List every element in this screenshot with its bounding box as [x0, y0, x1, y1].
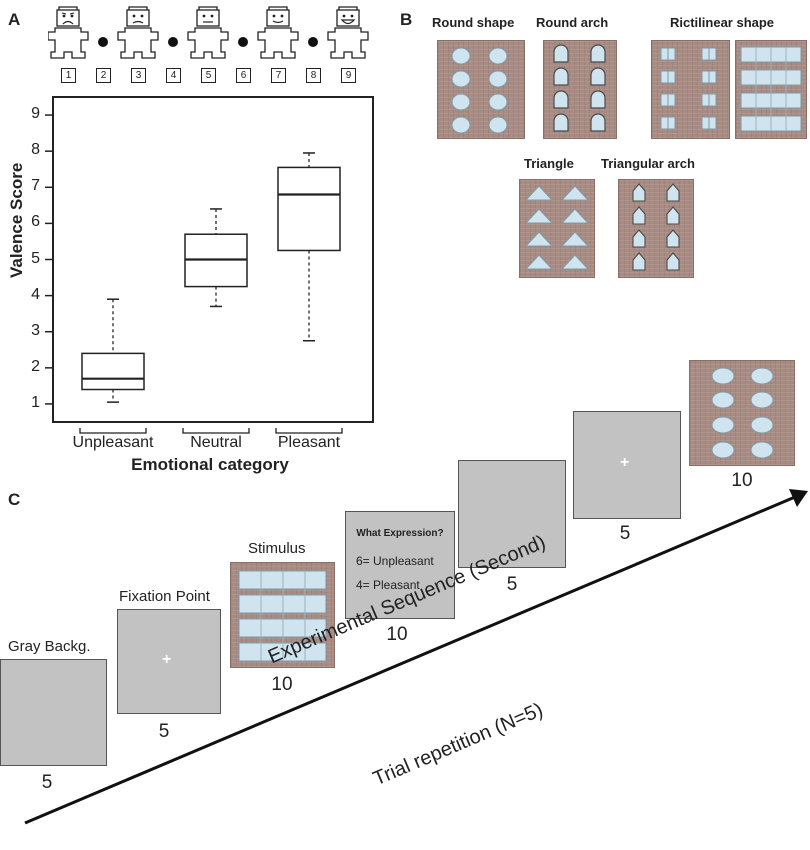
fixation-2-duration: 5 — [619, 523, 631, 544]
fixation-cross-icon-2: + — [620, 454, 630, 471]
question-title: What Expression? — [356, 528, 444, 539]
y-tick-label: 7 — [31, 177, 40, 195]
facade-title-round-shape: Round shape — [432, 15, 515, 30]
question-duration: 10 — [386, 624, 408, 645]
box-iqr — [81, 352, 145, 391]
category-label: Unpleasant — [72, 434, 154, 451]
stimulus-screen — [230, 562, 335, 668]
fixation-cross-icon: + — [162, 651, 172, 668]
sam-number-7: 7 — [271, 68, 286, 83]
y-tick-label: 4 — [31, 285, 40, 303]
fixation-label: Fixation Point — [119, 588, 210, 605]
facade-round-shape — [437, 40, 525, 139]
facade-rectilinear-wide — [735, 40, 807, 139]
sam-number-3: 3 — [131, 68, 146, 83]
manikin-5 — [187, 6, 229, 59]
panel-a-letter: A — [8, 10, 21, 29]
panel-b-letter: B — [400, 10, 413, 29]
y-tick-label: 1 — [31, 393, 40, 411]
sam-scale: 1 2 3 4 5 6 7 8 9 — [47, 4, 378, 96]
y-tick-label: 3 — [31, 321, 40, 339]
final-stimulus-duration: 10 — [731, 470, 753, 491]
y-tick-label: 9 — [31, 105, 40, 123]
manikin-9 — [327, 6, 369, 59]
facade-rectilinear-small — [651, 40, 730, 139]
scale-dot-2 — [98, 37, 108, 47]
gray-background-label: Gray Backg. — [8, 638, 91, 655]
manikin-3 — [117, 6, 159, 59]
category-bracket — [275, 428, 343, 434]
question-screen: What Expression? 6= Unpleasant 4= Pleasa… — [345, 511, 455, 619]
category-bracket — [182, 428, 250, 434]
box-iqr — [277, 166, 341, 252]
final-stimulus-screen — [689, 360, 795, 466]
sam-number-9: 9 — [341, 68, 356, 83]
fixation-screen-2: + — [573, 411, 681, 519]
gray-background-duration: 5 — [41, 772, 53, 793]
facade-title-triangle: Triangle — [524, 156, 574, 171]
stimulus-duration: 10 — [271, 674, 293, 695]
manikin-1 — [47, 6, 89, 59]
scale-dot-4 — [168, 37, 178, 47]
sam-number-2: 2 — [96, 68, 111, 83]
facade-title-round-arch: Round arch — [536, 15, 609, 30]
sam-number-8: 8 — [306, 68, 321, 83]
y-tick-label: 5 — [31, 249, 40, 267]
question-option-1: 6= Unpleasant — [356, 554, 434, 568]
boxplot-svg — [45, 96, 374, 434]
gray-background-screen — [0, 659, 107, 766]
sam-manikins — [47, 6, 369, 59]
category-bracket — [79, 428, 147, 434]
question-option-2: 4= Pleasant — [356, 578, 420, 592]
x-axis-label: Emotional category — [131, 455, 289, 474]
facade-title-triangular-arch: Triangular arch — [601, 156, 695, 171]
blank-duration: 5 — [506, 574, 518, 595]
y-tick-label: 2 — [31, 357, 40, 375]
facade-round-arch — [543, 40, 617, 139]
sam-number-4: 4 — [166, 68, 181, 83]
facade-triangular-arch — [618, 179, 694, 278]
facade-triangle — [519, 179, 595, 278]
manikin-7 — [257, 6, 299, 59]
fixation-screen: + — [117, 609, 221, 714]
blank-screen — [458, 460, 566, 568]
sam-number-6: 6 — [236, 68, 251, 83]
fixation-duration: 5 — [158, 721, 170, 742]
facade-title-rectilinear: Rictilinear shape — [670, 15, 775, 30]
scale-dot-8 — [308, 37, 318, 47]
scale-dot-6 — [238, 37, 248, 47]
category-label: Neutral — [190, 434, 242, 451]
y-tick-label: 8 — [31, 141, 40, 159]
y-tick-label: 6 — [31, 213, 40, 231]
stimulus-label: Stimulus — [248, 540, 306, 557]
sam-number-1: 1 — [61, 68, 76, 83]
category-label: Pleasant — [277, 434, 341, 451]
sam-number-5: 5 — [201, 68, 216, 83]
panel-c-letter: C — [8, 490, 21, 509]
